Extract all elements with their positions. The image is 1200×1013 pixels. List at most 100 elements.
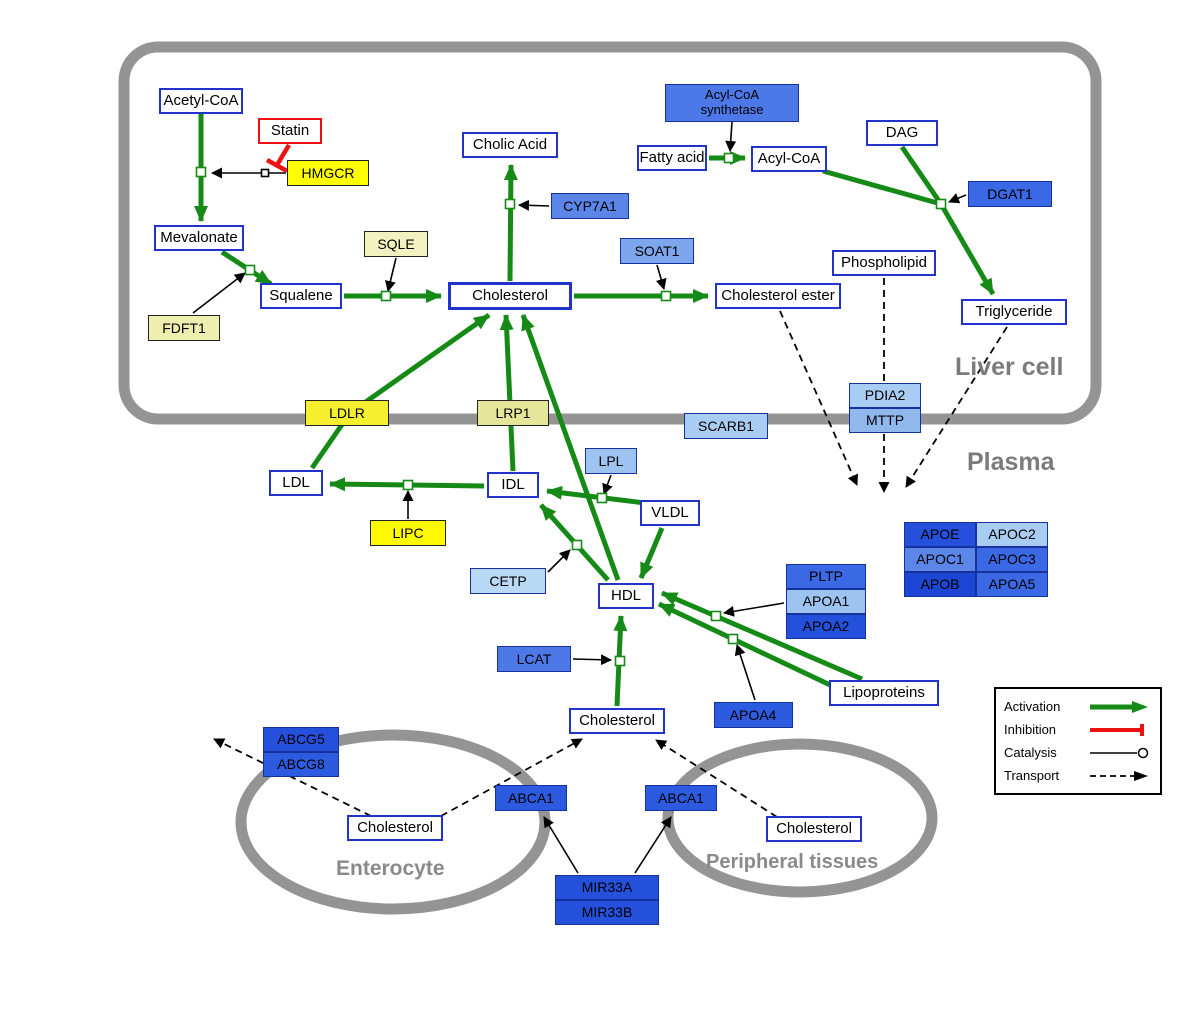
legend-catalysis-label: Catalysis xyxy=(1004,745,1057,760)
node-abcg5[interactable]: ABCG5 xyxy=(263,726,339,752)
catalysis-apoa4 xyxy=(734,644,756,701)
inhibition-tbar-icon xyxy=(1090,723,1144,736)
node-label: CETP xyxy=(489,572,527,589)
node-triglyceride[interactable]: Triglyceride xyxy=(961,299,1067,325)
catalysis-mir33-abca1-left xyxy=(543,816,579,874)
node-mir33a[interactable]: MIR33A xyxy=(555,874,659,900)
node-pltp[interactable]: PLTP xyxy=(786,563,866,589)
inhibition-edge xyxy=(265,143,291,173)
legend-transport-label: Transport xyxy=(1004,768,1060,783)
node-acetyl-coa[interactable]: Acetyl-CoA xyxy=(159,88,243,114)
node-apob[interactable]: APOB xyxy=(904,571,976,597)
legend-activation-label: Activation xyxy=(1004,699,1061,714)
legend-row-transport: Transport xyxy=(1004,764,1152,787)
node-lrp1[interactable]: LRP1 xyxy=(477,400,549,426)
node-sqle[interactable]: SQLE xyxy=(364,231,428,257)
edge-dag-junction xyxy=(899,145,944,206)
node-squalene[interactable]: Squalene xyxy=(260,283,342,309)
node-ldl[interactable]: LDL xyxy=(269,470,323,496)
legend: Activation Inhibition Catalysis Transpor… xyxy=(994,687,1162,795)
node-fatty-acid[interactable]: Fatty acid xyxy=(637,145,707,171)
liver-cell-membrane xyxy=(118,41,1102,425)
node-apoc2[interactable]: APOC2 xyxy=(976,521,1048,547)
inhibition-tbar xyxy=(265,158,289,173)
node-idl[interactable]: IDL xyxy=(487,472,539,498)
node-acyl-coa-synthetase[interactable]: Acyl-CoA synthetase xyxy=(665,84,799,122)
node-cholesterol-peripheral[interactable]: Cholesterol xyxy=(766,816,862,842)
catalysis-circle-icon xyxy=(1090,747,1149,758)
node-mevalonate[interactable]: Mevalonate xyxy=(154,225,244,251)
node-lipoproteins[interactable]: Lipoproteins xyxy=(829,680,939,706)
peripheral-tissues-label: Peripheral tissues xyxy=(706,851,879,873)
node-label: Cholesterol xyxy=(776,820,852,838)
node-label: Cholesterol ester xyxy=(721,287,835,305)
node-label: HMGCR xyxy=(301,164,355,181)
node-label: APOC1 xyxy=(916,550,964,567)
node-label: VLDL xyxy=(651,504,689,522)
node-apoa2[interactable]: APOA2 xyxy=(786,613,866,639)
node-apoa1[interactable]: APOA1 xyxy=(786,588,866,614)
node-fdft1[interactable]: FDFT1 xyxy=(148,315,220,341)
node-hdl[interactable]: HDL xyxy=(598,583,654,609)
node-cyp7a1[interactable]: CYP7A1 xyxy=(551,193,629,219)
node-label: Statin xyxy=(270,122,310,140)
catalysis-soat1 xyxy=(655,264,667,290)
node-label: Triglyceride xyxy=(975,303,1053,321)
edge-ldl-ldlr-cholesterol xyxy=(309,312,491,470)
node-apoa4[interactable]: APOA4 xyxy=(713,702,793,728)
node-cholesterol-liver[interactable]: Cholesterol xyxy=(448,282,572,310)
node-statin[interactable]: Statin xyxy=(258,118,322,144)
legend-row-activation: Activation xyxy=(1004,695,1152,718)
edge-hdl-cholesterol xyxy=(520,314,621,581)
node-phospholipid[interactable]: Phospholipid xyxy=(832,250,936,276)
node-label: PLTP xyxy=(809,567,843,584)
node-dgat1[interactable]: DGAT1 xyxy=(968,181,1052,207)
node-label: DGAT1 xyxy=(987,185,1033,202)
node-lpl[interactable]: LPL xyxy=(585,448,637,474)
node-label: Acetyl-CoA xyxy=(163,92,239,110)
node-dag[interactable]: DAG xyxy=(866,120,938,146)
node-label: DAG xyxy=(885,124,919,142)
node-label: SQLE xyxy=(377,235,415,252)
activation-arrow-icon xyxy=(1090,700,1148,713)
node-label: LRP1 xyxy=(495,404,531,421)
node-cetp[interactable]: CETP xyxy=(470,568,546,594)
node-hmgcr[interactable]: HMGCR xyxy=(287,160,369,186)
node-label: ABCA1 xyxy=(508,789,554,806)
node-apoc3[interactable]: APOC3 xyxy=(976,546,1048,572)
node-cholesterol-enterocyte[interactable]: Cholesterol xyxy=(347,815,443,841)
node-label: MIR33A xyxy=(581,878,633,895)
node-label: SOAT1 xyxy=(634,242,680,259)
node-label: Cholesterol xyxy=(357,819,433,837)
node-soat1[interactable]: SOAT1 xyxy=(620,238,694,264)
node-mttp[interactable]: MTTP xyxy=(849,407,921,433)
node-label: APOE xyxy=(920,525,960,542)
edge-lipoproteins-hdl-upper xyxy=(661,590,863,682)
node-apoa5[interactable]: APOA5 xyxy=(976,571,1048,597)
edge-cholesterol-cholicacid xyxy=(503,164,518,282)
node-cholesterol-ester[interactable]: Cholesterol ester xyxy=(715,283,841,309)
node-pdia2[interactable]: PDIA2 xyxy=(849,382,921,408)
node-abca1-peripheral[interactable]: ABCA1 xyxy=(645,785,717,811)
inhibition-statin-hmgcr xyxy=(275,143,291,167)
node-apoc1[interactable]: APOC1 xyxy=(904,546,976,572)
node-label: APOA4 xyxy=(729,706,777,723)
node-apoe[interactable]: APOE xyxy=(904,521,976,547)
node-vldl[interactable]: VLDL xyxy=(640,500,700,526)
node-cholesterol-plasma[interactable]: Cholesterol xyxy=(569,708,665,734)
node-label: HDL xyxy=(610,587,641,605)
node-scarb1[interactable]: SCARB1 xyxy=(684,413,768,439)
node-ldlr[interactable]: LDLR xyxy=(305,400,389,426)
node-lcat[interactable]: LCAT xyxy=(497,646,571,672)
node-cholic-acid[interactable]: Cholic Acid xyxy=(462,132,558,158)
node-lipc[interactable]: LIPC xyxy=(370,520,446,546)
node-label: ABCG8 xyxy=(277,755,325,772)
node-mir33b[interactable]: MIR33B xyxy=(555,899,659,925)
node-abcg8[interactable]: ABCG8 xyxy=(263,751,339,777)
node-abca1-enterocyte[interactable]: ABCA1 xyxy=(495,785,567,811)
node-label: Cholesterol xyxy=(579,712,655,730)
catalysis-acylcoa-synthetase xyxy=(725,121,737,152)
node-label: APOB xyxy=(920,575,960,592)
node-acyl-coa[interactable]: Acyl-CoA xyxy=(751,146,827,172)
